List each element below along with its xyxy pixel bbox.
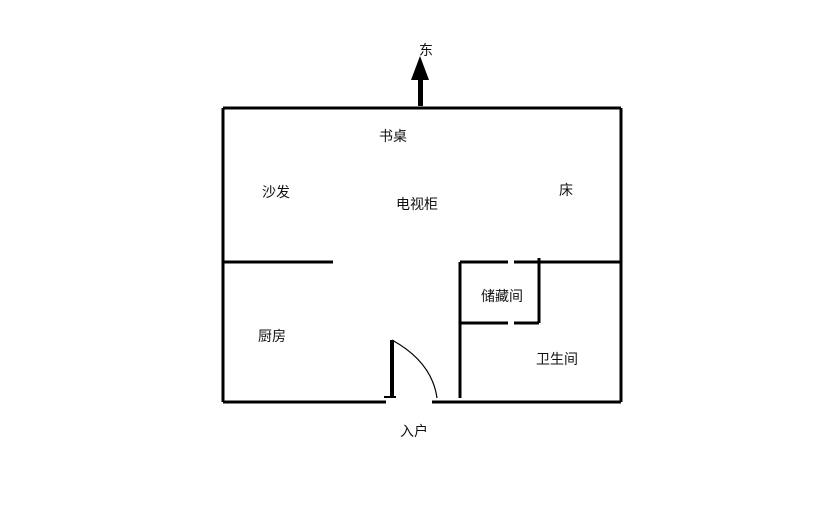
interior-walls [223,258,621,398]
room-label-desk: 书桌 [379,129,407,145]
compass-label: 东 [419,43,433,59]
room-label-tv-cabinet: 电视柜 [396,197,438,213]
room-label-bathroom: 卫生间 [536,352,578,368]
room-label-storage: 储藏间 [481,289,523,305]
room-label-bed: 床 [559,183,573,199]
room-label-kitchen: 厨房 [258,329,286,345]
outer-walls [221,106,623,404]
room-label-sofa: 沙发 [262,185,290,201]
entrance-door [384,339,438,399]
entrance-label: 入户 [400,423,428,440]
compass-arrow-icon [411,56,429,106]
